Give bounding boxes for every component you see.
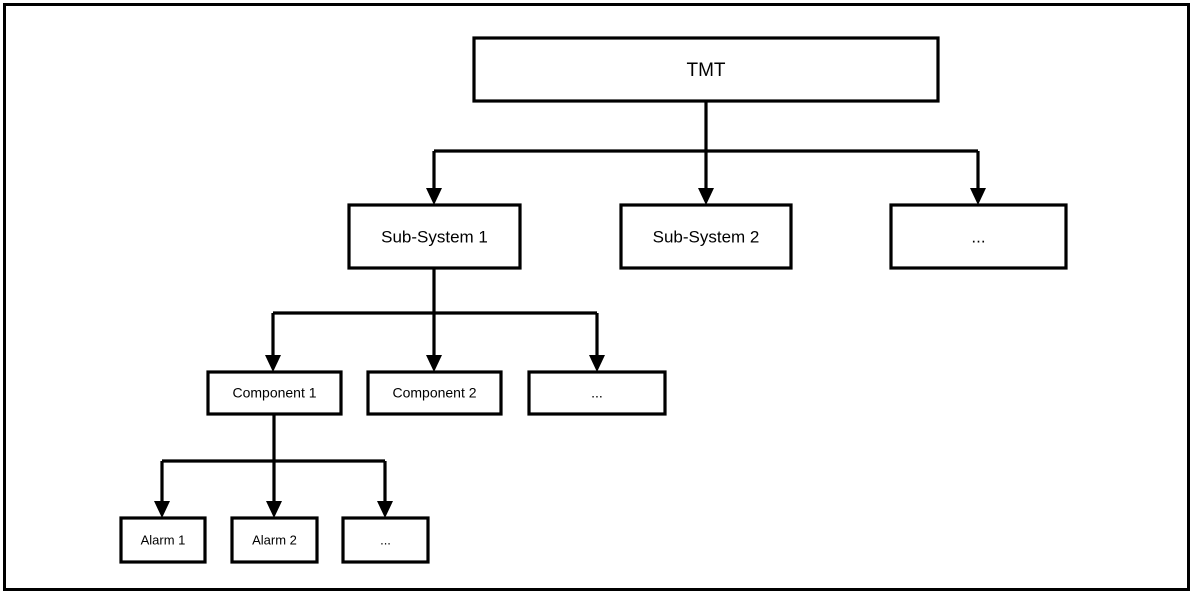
node-component-1-box[interactable]	[206, 370, 343, 416]
node-subsystem-2[interactable]: Sub-System 2	[619, 203, 793, 270]
node-subsystem-1-label: Sub-System 1	[381, 227, 488, 246]
node-subsystem-more-box[interactable]	[889, 203, 1068, 270]
node-alarm-2-label: Alarm 2	[252, 532, 297, 547]
node-alarm-more-box[interactable]	[341, 516, 430, 564]
node-component-2[interactable]: Component 2	[366, 370, 503, 416]
node-subsystem-more-label: ...	[971, 227, 985, 246]
arrowhead-component-more	[589, 355, 605, 372]
arrowhead-subsystem-2	[698, 188, 714, 205]
node-tmt-box[interactable]	[472, 36, 940, 103]
arrowhead-component-2	[426, 355, 442, 372]
node-component-2-box[interactable]	[366, 370, 503, 416]
node-component-1[interactable]: Component 1	[206, 370, 343, 416]
arrowhead-alarm-1	[154, 501, 170, 518]
node-component-more-box[interactable]	[527, 370, 667, 416]
edge-group-tmt-to-subsystems	[426, 101, 986, 205]
node-subsystem-more[interactable]: ...	[889, 203, 1068, 270]
node-alarm-2-box[interactable]	[230, 516, 319, 564]
node-component-more-label: ...	[591, 385, 603, 401]
node-alarm-more[interactable]: ...	[341, 516, 430, 564]
node-alarm-more-label: ...	[380, 532, 391, 547]
arrowhead-alarm-2	[266, 501, 282, 518]
node-subsystem-2-label: Sub-System 2	[653, 227, 760, 246]
diagram-border	[3, 3, 1190, 591]
node-component-more[interactable]: ...	[527, 370, 667, 416]
node-subsystem-1[interactable]: Sub-System 1	[347, 203, 522, 270]
node-alarm-1-label: Alarm 1	[141, 532, 186, 547]
node-component-2-label: Component 2	[392, 385, 476, 401]
arrowhead-alarm-more	[377, 501, 393, 518]
node-alarm-1-box[interactable]	[119, 516, 207, 564]
edge-group-component1-to-alarms	[154, 414, 393, 518]
node-tmt-label: TMT	[686, 60, 725, 81]
arrowhead-component-1	[265, 355, 281, 372]
node-subsystem-2-box[interactable]	[619, 203, 793, 270]
edge-group-subsystem1-to-components	[265, 268, 605, 372]
node-alarm-2[interactable]: Alarm 2	[230, 516, 319, 564]
node-alarm-1[interactable]: Alarm 1	[119, 516, 207, 564]
arrowhead-subsystem-more	[970, 188, 986, 205]
arrowhead-subsystem-1	[426, 188, 442, 205]
node-component-1-label: Component 1	[232, 385, 316, 401]
node-tmt[interactable]: TMT	[472, 36, 940, 103]
node-subsystem-1-box[interactable]	[347, 203, 522, 270]
